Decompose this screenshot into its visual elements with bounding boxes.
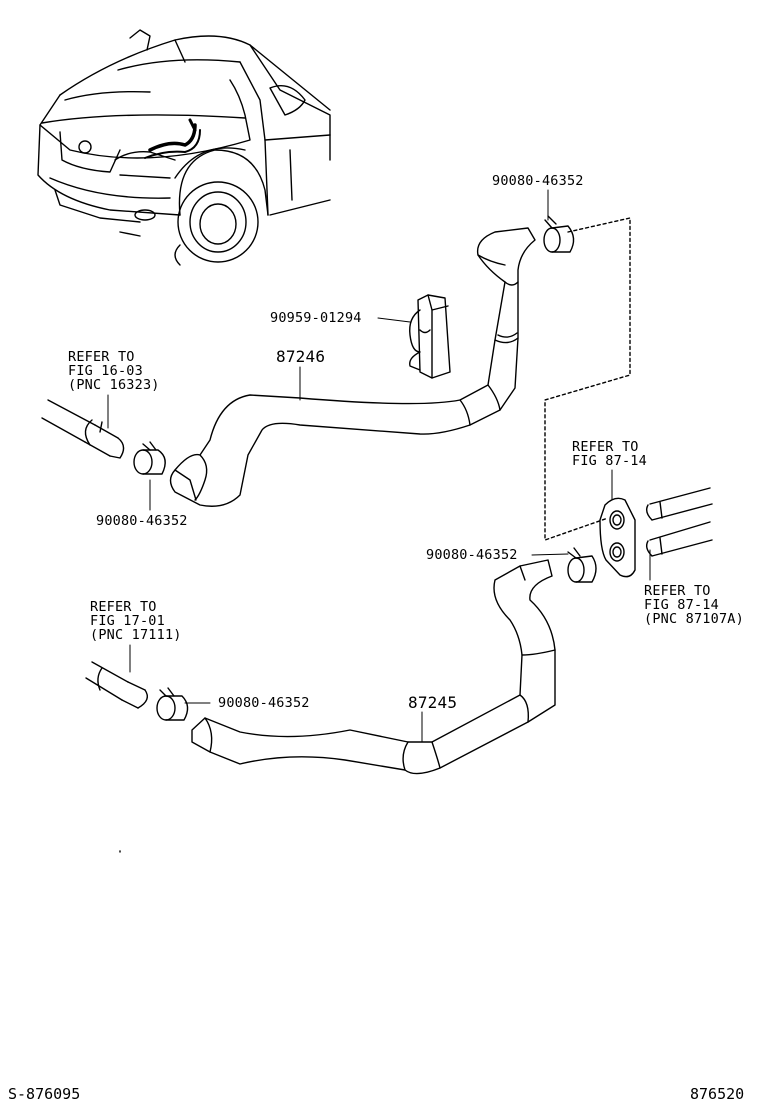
ref-right-upper-line2: FIG 87-14 — [572, 453, 647, 469]
part-label-clamp-left-lower: 90080-46352 — [218, 695, 310, 711]
ref-lower-left-line2: FIG 17-01 — [90, 613, 165, 629]
plate-87-14 — [600, 498, 635, 576]
clip-90959-01294 — [410, 295, 450, 378]
part-label-hose-lower: 87245 — [408, 693, 458, 712]
part-label-clamp-right-lower: 90080-46352 — [426, 547, 518, 563]
part-label-hose-upper: 87246 — [276, 347, 326, 366]
clamp-left-lower — [157, 688, 188, 720]
pipes-right — [647, 488, 712, 556]
part-label-clamp-top: 90080-46352 — [492, 173, 584, 189]
leader-lines — [108, 190, 650, 742]
ref-right-lower-line2: FIG 87-14 — [644, 597, 719, 613]
hose-87245 — [192, 560, 555, 774]
ref-right-lower-line3: (PNC 87107A) — [644, 611, 744, 627]
part-label-clamp-left-upper: 90080-46352 — [96, 513, 188, 529]
dashed-connector — [545, 218, 630, 540]
ref-lower-left-line3: (PNC 17111) — [90, 627, 182, 643]
clamp-left-upper — [134, 442, 165, 474]
hose-87246 — [171, 228, 536, 506]
clamp-right-lower — [568, 548, 596, 582]
pipe-upper-left — [42, 400, 124, 458]
footer-left-code: S-876095 — [8, 1085, 81, 1103]
clamp-top — [544, 216, 574, 252]
vehicle-illustration — [38, 30, 330, 265]
ref-upper-left-line3: (PNC 16323) — [68, 377, 160, 393]
part-label-clip: 90959-01294 — [270, 310, 362, 326]
ref-lower-left-line1: REFER TO — [90, 599, 157, 615]
ref-upper-left-line1: REFER TO — [68, 349, 135, 365]
ref-right-upper-line1: REFER TO — [572, 439, 639, 455]
footer-right-code: 876520 — [690, 1085, 745, 1103]
ref-upper-left-line2: FIG 16-03 — [68, 363, 143, 379]
pipe-lower-left — [86, 662, 147, 708]
ref-right-lower-line1: REFER TO — [644, 583, 711, 599]
